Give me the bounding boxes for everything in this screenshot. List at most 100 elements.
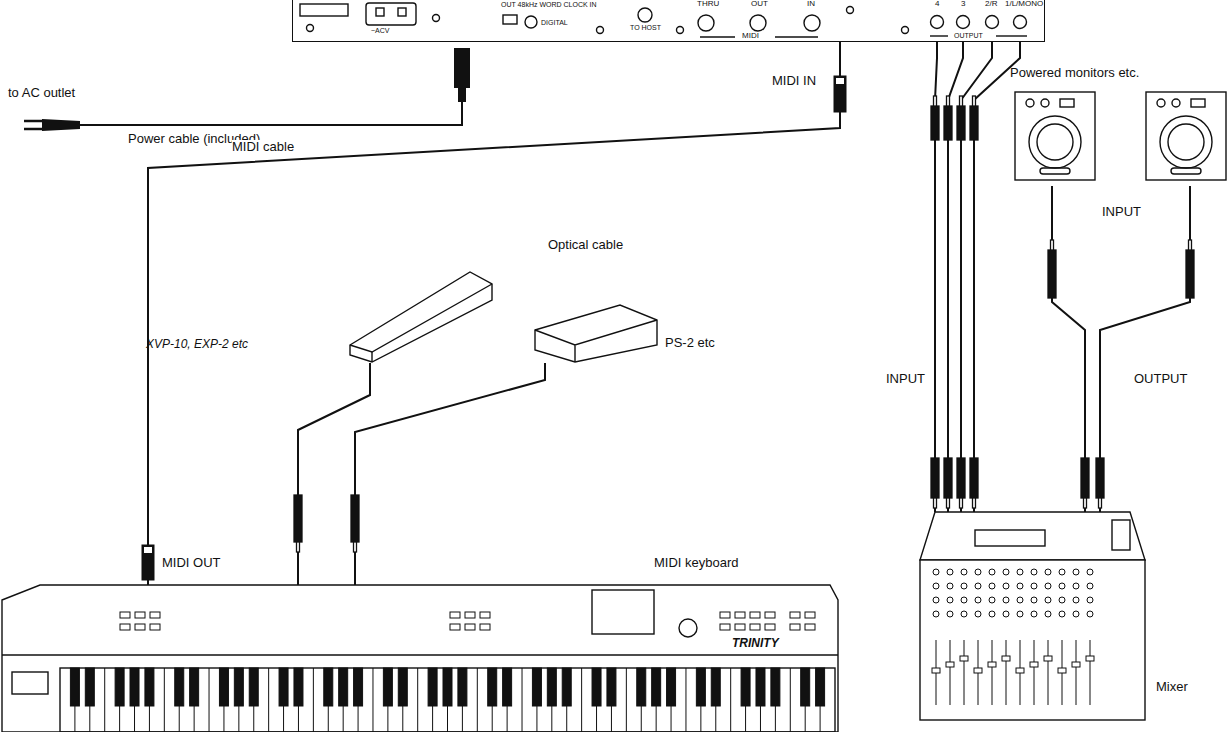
panel-button [720, 624, 730, 630]
black-key [443, 668, 452, 706]
device-label: XVP-10, EXP-2 etc [146, 338, 248, 351]
mixer-knob [1073, 597, 1079, 603]
black-key [592, 668, 601, 706]
mixer-knob [975, 583, 981, 589]
panel-label: DIGITAL [541, 19, 568, 27]
cable [298, 363, 370, 585]
white-key-edge [164, 668, 165, 732]
fader-cap [1072, 662, 1080, 667]
mixer-knob [961, 583, 967, 589]
panel-button [465, 612, 475, 618]
mixer-knob [1073, 569, 1079, 575]
panel-button [150, 624, 160, 630]
fader-slot [1006, 640, 1007, 705]
pedal-edge [350, 284, 492, 352]
mixer-knob [933, 597, 939, 603]
black-key [219, 668, 228, 706]
jack-plug [957, 458, 965, 508]
mixer-knob [1017, 569, 1023, 575]
panel-button [735, 612, 745, 618]
black-key [190, 668, 199, 706]
panel-label: 2/R [985, 0, 997, 9]
black-key [652, 668, 661, 706]
panel-button [765, 624, 775, 630]
fader-cap [1016, 668, 1024, 673]
jack-plug [944, 96, 952, 140]
mixer-knob [961, 597, 967, 603]
screw [307, 25, 314, 32]
black-key [547, 668, 556, 706]
word-clock-port [525, 16, 537, 28]
mixer-knob [961, 569, 967, 575]
midi-plug-band [144, 547, 152, 553]
black-key [711, 668, 720, 706]
black-key [816, 668, 825, 706]
jack-plug [931, 458, 939, 508]
panel-button [135, 624, 145, 630]
callout-label: MIDI IN [772, 74, 816, 88]
mixer-knob [1031, 611, 1037, 617]
output-jack [931, 16, 944, 29]
callout-label: INPUT [886, 372, 925, 386]
panel-label: IN [807, 0, 815, 9]
panel-label: TO HOST [630, 24, 661, 32]
panel-button [765, 612, 775, 618]
jack-plug [970, 96, 978, 140]
keyboard: MIDI keyboardTRINITY [2, 585, 838, 732]
monitor-body [1015, 92, 1095, 180]
mixer-knob [1059, 569, 1065, 575]
mixer-knob [1017, 583, 1023, 589]
white-key-edge [104, 668, 105, 732]
cable-label: MIDI cable [232, 140, 294, 154]
panel-label: ~ACV [371, 27, 389, 35]
black-key [696, 668, 705, 706]
panel-button [450, 624, 460, 630]
monitor-port [1171, 168, 1201, 174]
white-key-edge [790, 668, 791, 732]
mixer-knob [1087, 597, 1093, 603]
panel-label: OUT 48kHz WORD CLOCK IN [501, 1, 597, 9]
black-key [458, 668, 467, 706]
jack-plug [351, 495, 359, 552]
power-cable [80, 100, 462, 125]
device-label: Mixer [1156, 680, 1188, 694]
black-key [741, 668, 750, 706]
mixer-knob [1087, 611, 1093, 617]
midi-plug-band [836, 78, 844, 84]
mixer-display [975, 530, 1045, 546]
cable [148, 42, 840, 585]
output-jack [1014, 16, 1027, 29]
screw [677, 27, 684, 34]
fader-cap [960, 656, 968, 661]
panel-button [735, 624, 745, 630]
mixer-knob [1045, 569, 1051, 575]
mixer-knob [1003, 569, 1009, 575]
midi-plug [142, 545, 154, 580]
white-key-edge [372, 668, 373, 732]
mixer: Mixer [918, 512, 1146, 722]
screw [597, 27, 604, 34]
rear-panel: OUT 48kHz WORD CLOCK INDIGITALTO HOSTTHR… [292, 0, 1045, 42]
cable [355, 363, 545, 585]
bracket-line [996, 35, 1027, 36]
monitor-knob [1172, 99, 1180, 107]
black-key [398, 668, 407, 706]
device-label: MIDI keyboard [654, 556, 739, 570]
cable [935, 42, 1020, 512]
panel-button [120, 612, 130, 618]
jack-plug [931, 96, 939, 140]
mixer-knob [1003, 583, 1009, 589]
mixer-knob [1017, 611, 1023, 617]
fader-cap [1086, 656, 1094, 661]
black-key [130, 668, 139, 706]
ac-pin [398, 8, 406, 16]
mixer-knob [1003, 611, 1009, 617]
ac-inlet [366, 3, 416, 25]
fader-cap [932, 668, 940, 673]
output-jack [986, 16, 999, 29]
black-key [771, 668, 780, 706]
mains-prong [24, 121, 42, 129]
black-key [70, 668, 79, 706]
